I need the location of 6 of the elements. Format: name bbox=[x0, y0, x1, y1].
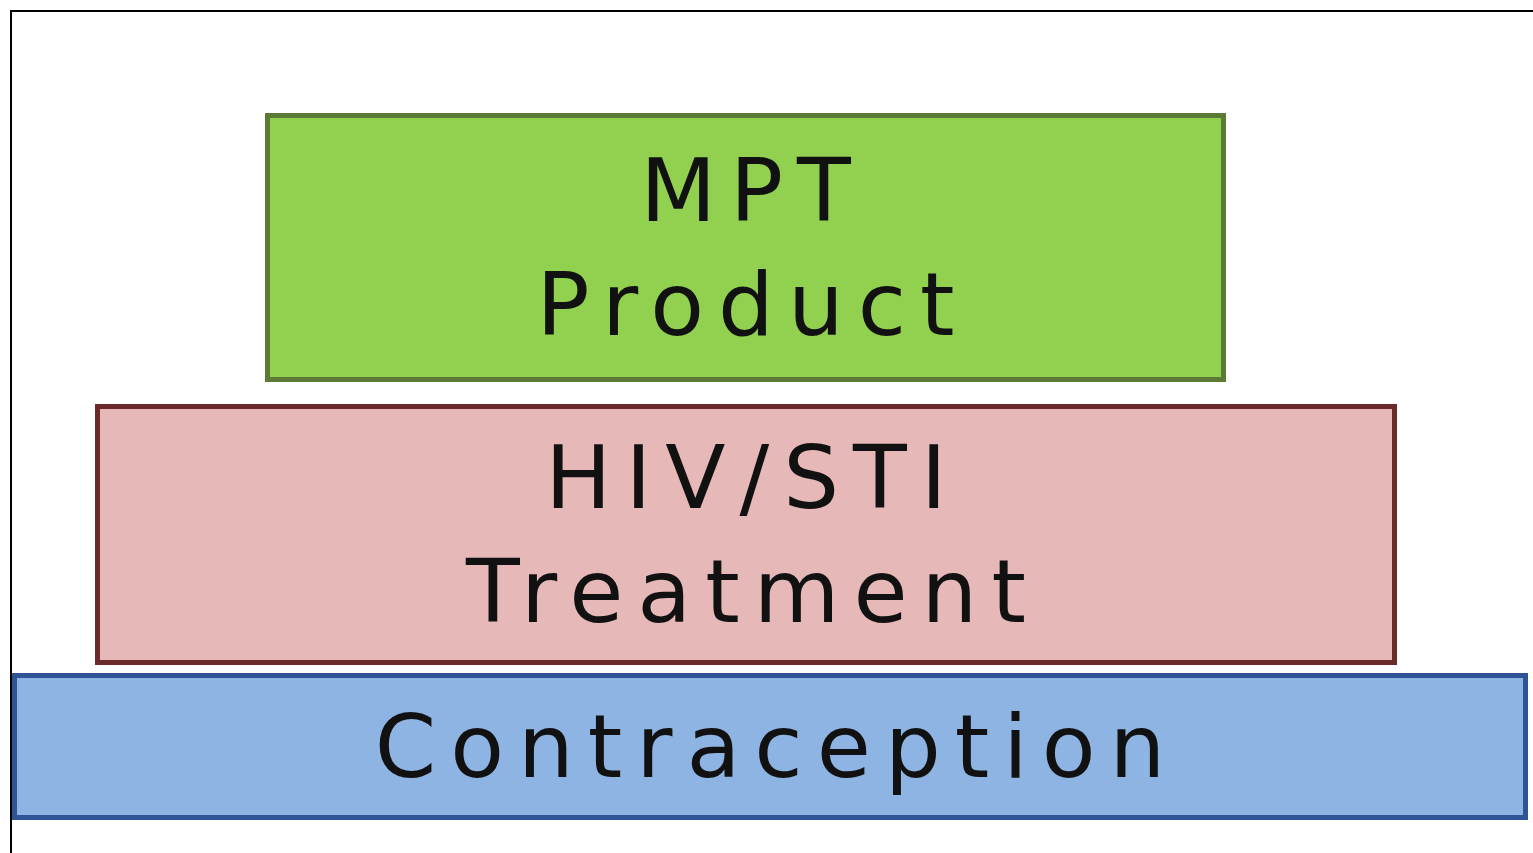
tier-box bbox=[265, 113, 1226, 382]
tier-label: HIV/STI Treatment bbox=[464, 424, 1041, 645]
tier-box bbox=[95, 404, 1397, 665]
tier-box bbox=[12, 673, 1528, 820]
tier-label: Contraception bbox=[373, 693, 1181, 800]
tier-label: MPT Product bbox=[535, 137, 970, 358]
